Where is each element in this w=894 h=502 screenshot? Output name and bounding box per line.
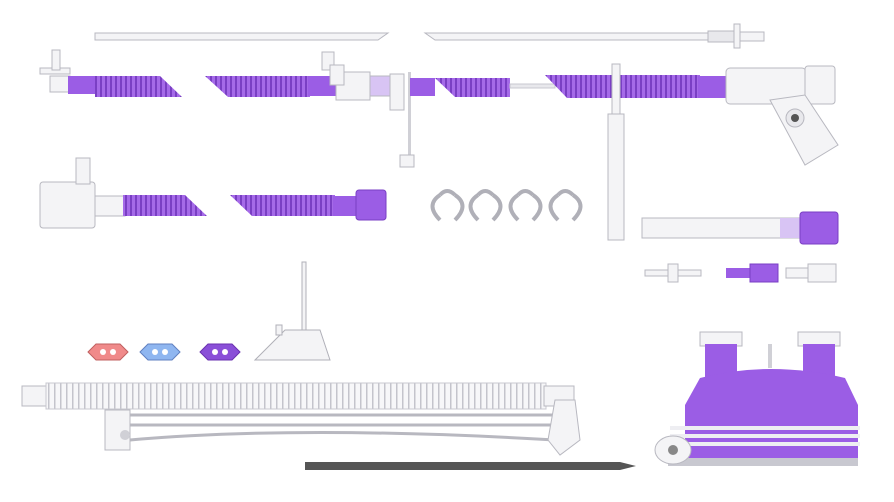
breathing-tube-middle (39, 157, 387, 229)
hose-clips (430, 189, 583, 222)
color-coded-caps (87, 343, 241, 361)
tube-stand (253, 261, 331, 361)
small-connectors (644, 263, 837, 283)
vertical-probe (607, 63, 625, 241)
rod-top-left (94, 32, 390, 41)
strap (305, 462, 636, 470)
heated-wire-tube (21, 382, 581, 456)
breathing-tube-upper (39, 49, 726, 168)
rod-top-right (423, 23, 765, 49)
straight-adapter-tube (641, 211, 839, 245)
humidifier-chamber (654, 331, 860, 466)
y-elbow-connector (725, 65, 839, 166)
